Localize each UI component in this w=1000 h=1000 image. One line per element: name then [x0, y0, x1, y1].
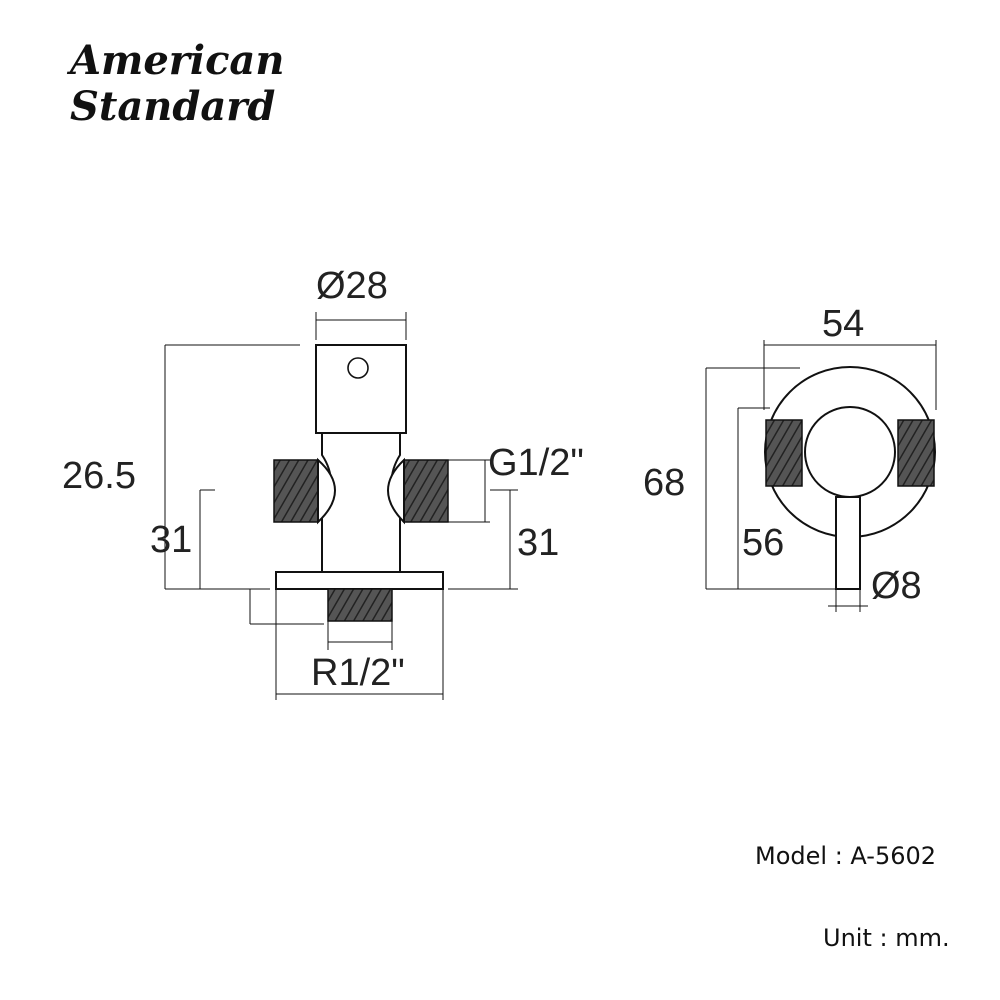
valve-flange: [275, 571, 444, 590]
dim-inlet-thread: R1/2": [311, 652, 405, 694]
inlet-thread: [327, 588, 393, 622]
side-handle: [835, 496, 861, 590]
side-right-thread: [897, 419, 935, 487]
dim-side-outer-height: 68: [643, 462, 685, 504]
model-number: Model : A-5602: [755, 842, 937, 870]
brand-logo: American Standard: [70, 38, 284, 130]
side-view: [764, 366, 936, 590]
right-outlet-thread: [403, 459, 449, 523]
dim-handle-diameter: Ø8: [871, 565, 922, 607]
right-outlet-collar: [387, 457, 405, 525]
dim-side-inner-height: 56: [742, 522, 784, 564]
brand-line-1: American: [70, 37, 285, 84]
left-outlet-collar: [317, 457, 336, 525]
dim-outlet-thread: G1/2": [488, 442, 584, 484]
dim-top-diameter: Ø28: [316, 265, 388, 307]
valve-body: [321, 432, 401, 573]
cap-hole: [347, 357, 369, 379]
brand-line-2: Standard: [70, 83, 276, 130]
unit-note: Unit : mm.: [823, 924, 950, 952]
dim-side-width: 54: [822, 303, 864, 345]
side-dimension-lines: [705, 340, 937, 612]
side-left-thread: [765, 419, 803, 487]
front-view: [273, 344, 449, 622]
side-knob: [804, 406, 896, 498]
left-outlet-thread: [273, 459, 319, 523]
dim-right-outlet-height: 31: [517, 522, 559, 564]
dim-total-height: 26.5: [62, 455, 136, 497]
front-dimension-lines: [164, 312, 518, 700]
dim-left-outlet-height: 31: [150, 519, 192, 561]
